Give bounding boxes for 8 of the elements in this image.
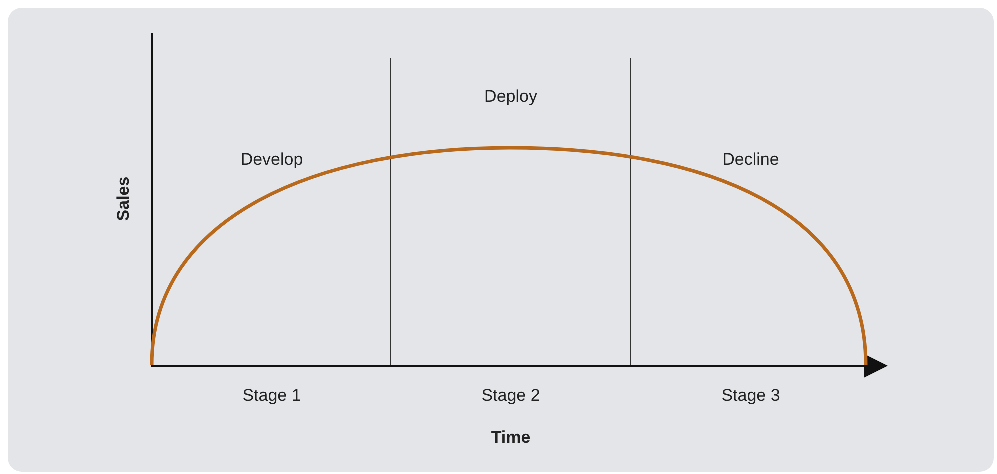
- phase-label: Decline: [722, 150, 780, 170]
- axis-title: Sales: [114, 176, 134, 222]
- stage-label: Stage 2: [482, 386, 540, 406]
- axis-title: Time: [491, 428, 531, 448]
- phase-label: Develop: [240, 150, 304, 170]
- stage-label: Stage 1: [242, 386, 302, 406]
- stage-label: Stage 3: [722, 386, 780, 406]
- phase-label: Deploy: [484, 87, 538, 107]
